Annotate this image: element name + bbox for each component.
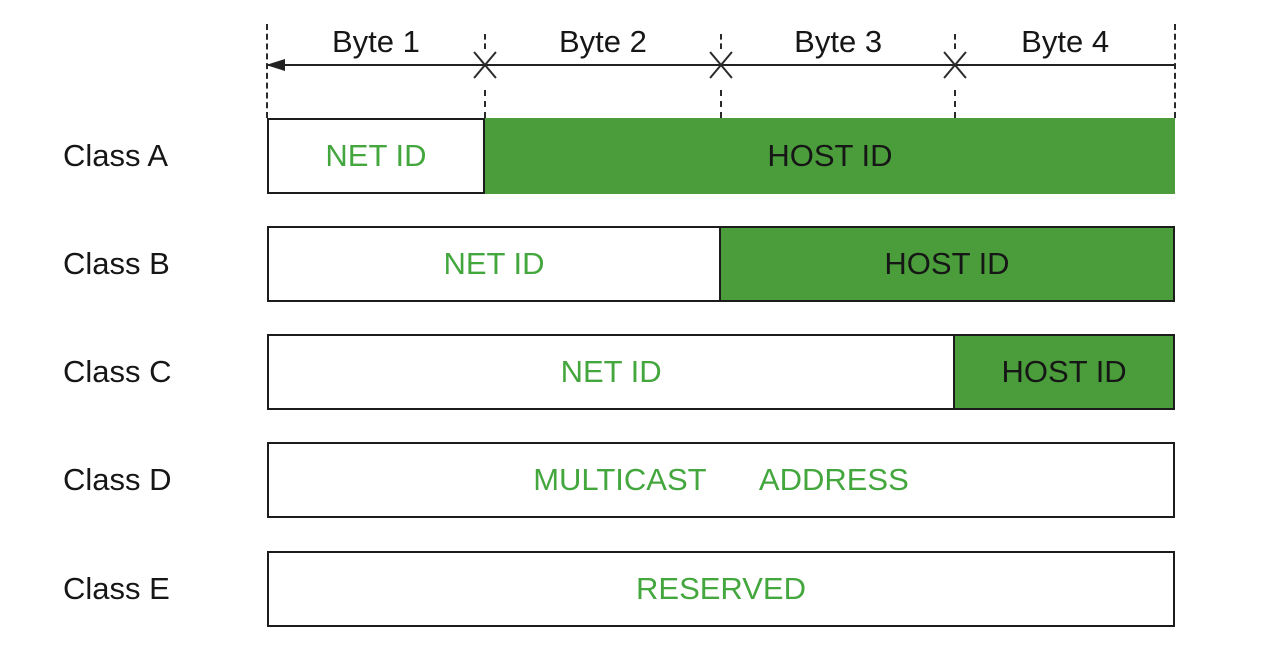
byte-boundary-dash-1-top xyxy=(483,34,486,49)
row-class-c: Class C NET ID HOST ID xyxy=(0,334,1280,410)
class-c-host-id-text: HOST ID xyxy=(1001,354,1127,389)
class-a-bar: NET ID HOST ID xyxy=(267,118,1175,194)
byte-boundary-dash-3-bottom xyxy=(954,90,957,118)
byte-label-3: Byte 3 xyxy=(794,24,883,59)
class-b-label: Class B xyxy=(63,246,170,281)
byte-boundary-dash-2-bottom xyxy=(720,90,722,118)
class-c-net-id-text: NET ID xyxy=(560,354,662,389)
row-class-e: Class E RESERVED xyxy=(0,551,1280,627)
class-b-net-id-text: NET ID xyxy=(443,246,545,281)
byte-boundary-dash-2-top xyxy=(720,34,722,49)
byte-label-1: Byte 1 xyxy=(332,24,420,59)
class-d-bar: MULTICAST ADDRESS xyxy=(267,442,1175,518)
class-c-host-id-segment: HOST ID xyxy=(953,334,1175,410)
class-e-bar: RESERVED xyxy=(267,551,1175,627)
class-c-label: Class C xyxy=(63,354,172,389)
class-a-host-id-text: HOST ID xyxy=(767,138,893,173)
axis-cross-icon-2 xyxy=(704,48,738,82)
byte-boundary-dash-3-top xyxy=(954,34,957,49)
class-a-host-id-segment: HOST ID xyxy=(484,118,1175,194)
row-class-a: Class A NET ID HOST ID xyxy=(0,118,1280,194)
row-class-b: Class B NET ID HOST ID xyxy=(0,226,1280,302)
axis-cross-icon-1 xyxy=(468,48,502,82)
axis-left-arrow-icon xyxy=(266,59,285,71)
class-b-host-id-text: HOST ID xyxy=(884,246,1010,281)
class-a-label: Class A xyxy=(63,138,169,173)
byte-label-2: Byte 2 xyxy=(559,24,647,59)
byte-boundary-dash-right xyxy=(1174,24,1176,118)
class-d-label: Class D xyxy=(63,462,172,497)
class-d-multicast-text: MULTICAST ADDRESS xyxy=(533,462,909,497)
class-c-bar: NET ID HOST ID xyxy=(267,334,1175,410)
class-b-bar: NET ID HOST ID xyxy=(267,226,1175,302)
byte-label-4: Byte 4 xyxy=(1021,24,1110,59)
class-e-label: Class E xyxy=(63,571,170,606)
row-class-d: Class D MULTICAST ADDRESS xyxy=(0,442,1280,518)
class-a-net-id-text: NET ID xyxy=(325,138,427,173)
byte-axis: Byte 1 Byte 2 Byte 3 Byte 4 xyxy=(266,0,1176,120)
class-d-multicast-segment: MULTICAST ADDRESS xyxy=(267,442,1175,518)
byte-boundary-dash-1-bottom xyxy=(483,90,486,118)
class-c-net-id-segment: NET ID xyxy=(267,334,956,410)
class-b-net-id-segment: NET ID xyxy=(267,226,721,302)
class-a-net-id-segment: NET ID xyxy=(267,118,485,194)
class-b-host-id-segment: HOST ID xyxy=(719,226,1175,302)
class-e-reserved-text: RESERVED xyxy=(636,571,806,606)
axis-cross-icon-3 xyxy=(938,48,972,82)
byte-boundary-dash-left xyxy=(266,24,268,118)
class-e-reserved-segment: RESERVED xyxy=(267,551,1175,627)
